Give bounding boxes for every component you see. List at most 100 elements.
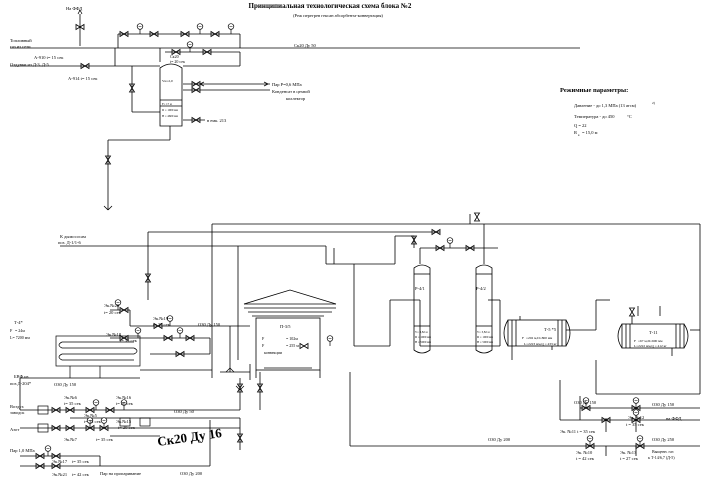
ek11-label: Эк. №11 t = 35 сек [560, 429, 596, 434]
flow-arrows [199, 81, 269, 391]
t4-name: Т-4* [14, 320, 23, 325]
label-oz20-200-a: ОЗ0 Ду 200 [488, 437, 511, 442]
label-steam: Пар Р=0,6 МПа [272, 82, 302, 88]
t5-area-label: F [522, 336, 524, 340]
r42-height: H = 5000 мм [477, 340, 493, 344]
vessel-diameter-label: D = 1000 мм [162, 108, 178, 112]
ek19-time: t= 35 сек [153, 322, 171, 327]
label-steam-low: Пар 1,0 МПа [10, 448, 35, 454]
ek13-time: t = 27 сек [620, 456, 639, 461]
label-air-blower-1: Воздух [10, 404, 24, 409]
ek21-label: Эк.№21 [52, 472, 67, 477]
r41-name: Р-4/1 [415, 286, 425, 291]
t4-area-label: F [10, 328, 13, 333]
label-pumps-1: К дымососам [60, 234, 86, 239]
label-oz20-150-c: ОЗ0 Ду 150 [574, 400, 597, 405]
ek16-time: t= 20 сек [116, 401, 134, 406]
label-condensate-2: коллектор [286, 96, 306, 101]
t11-length: L=2222 мм,Q = 412 кг [634, 344, 667, 349]
t5-length: L=2223 мм,Q = 433 кг [524, 342, 557, 347]
params-q: Q = 22 [574, 123, 587, 128]
label-vent-1: Выщенн. газ [652, 449, 674, 454]
label-oz20-150-d: ОЗ0 Ду 150 [652, 402, 675, 407]
main-piping [19, 214, 701, 467]
params-pressure: Давление - до 1,3 МПа (13 атсм) [574, 103, 637, 109]
r41-volume: V= 3,82 м [415, 330, 428, 335]
params-heading: Режимные параметры: [560, 87, 628, 94]
heat-exchangers-t5-t11 [503, 316, 689, 356]
t5-area-value: =202 м,D=800 мм [526, 336, 553, 341]
label-condensate-1: Конденсат в цехвой [272, 89, 310, 94]
diagram-title: Принципиальная технологическая схема бло… [249, 2, 412, 10]
label-vent-2: к Т-14/6,7 (Д-5) [648, 455, 675, 461]
ek16-label: Эк.№16 [116, 395, 132, 400]
bottom-left-manifold [37, 405, 151, 433]
fuel-gas-section [10, 9, 580, 211]
ek18-time: t= 35 сек [120, 338, 138, 343]
label-pumps-2: поз. Д-1/1-6 [58, 240, 82, 245]
ek20-time: t= 20 сек [104, 310, 122, 315]
ek6-label: Эк.№6 [64, 395, 78, 400]
ek10-time: t = 42 сек [576, 456, 595, 461]
p35-name: П-3/5 [280, 324, 291, 329]
params-temperature: Температура - до 450 [574, 114, 615, 119]
ek20-label: Эк.№20 [104, 303, 120, 308]
ek10-label: Эк. №10 [576, 450, 593, 455]
ek17-time: t= 35 сек [72, 459, 90, 464]
t4-length: L= 7200 мм [10, 335, 30, 340]
label-air: Азот [10, 427, 19, 432]
label-bbf-2: поз.Д-204* [10, 381, 32, 386]
label-air-blower-2: заводск [10, 410, 25, 415]
ek5-time: t= 35 сек [84, 419, 102, 424]
ek15-label: Эк.№15 [116, 419, 132, 424]
label-na-ffd-right: на ФФД [666, 416, 681, 421]
label-bbf-1: БВФ из [14, 374, 29, 379]
label-oz20-150-b: ОЗ0 Ду 150 [198, 322, 221, 327]
label-steam-purge: Пар на пропаривание [100, 471, 141, 476]
ek6-time: t= 35 сек [64, 401, 82, 406]
ek7-time: t= 35 сек [96, 437, 114, 442]
label-sk20-pipe: Ск20 Ду 50 [294, 43, 317, 48]
r41-height: H = 5000 мм [415, 340, 431, 344]
p35-conv-value: = 255 м [286, 343, 299, 348]
vessel-height-label: H = 4600 мм [162, 114, 178, 118]
label-t20: t= 20 сек [170, 59, 185, 64]
label-na-ffd-top: На ФФД [66, 6, 82, 11]
handwritten-label: Ск20 Ду 16 [156, 425, 223, 449]
ek13-label: Эк. №13 [620, 450, 637, 455]
t11-name: Т-11 [649, 330, 658, 335]
params-pressure-note: 2) [652, 101, 656, 105]
params-temperature-unit: °С [627, 114, 632, 119]
ek7-label: Эк.№7 [64, 437, 78, 442]
ek18-label: Эк.№18 [106, 332, 122, 337]
label-oz20-50: ОЗ0 Ду 50 [174, 409, 195, 414]
p35-radiant-value: = 102м [286, 336, 298, 341]
p35-conv-label: F [262, 343, 265, 348]
r42-volume: V= 3,82 м [477, 330, 490, 335]
ek15-time: t= 20 сек [118, 425, 136, 430]
r42-name: Р-4/2 [476, 286, 486, 291]
label-oz20-250: ОЗ0 Ду 250 [652, 437, 675, 442]
r41-diameter: D = 1000 мм [415, 335, 431, 339]
ek19-label: Эк.№19 [153, 316, 169, 321]
t11-area-label: F [634, 339, 636, 343]
label-oz20-150-a: ОЗ0 Ду 150 [54, 382, 77, 387]
label-a914: А-914 t= 15 сек [68, 76, 98, 81]
label-fuel-gas-2: газ из сети [10, 44, 31, 49]
furnace-p35 [243, 289, 337, 378]
ek12-time: t = 35 сек [626, 422, 645, 427]
t5-name: Т-5 *5 [544, 327, 557, 332]
reactors [413, 248, 493, 354]
vessel-top-label: Vн=2,0 [162, 79, 173, 84]
p35-conv-sub: конвекции [264, 350, 283, 355]
heat-exchanger-t4 [55, 335, 141, 378]
ek21-time: t= 42 сек [72, 472, 90, 477]
params-r-sub: в [578, 133, 580, 137]
t11-area-value: =67 м,D=600 мм [638, 339, 663, 344]
vessel-area-label: F= 17 м [162, 102, 172, 106]
ek12-label: Эк. №12 [628, 415, 644, 420]
ek17-label: Эк.№17 [52, 459, 68, 464]
label-to-tank: в емк. 213 [207, 118, 227, 123]
